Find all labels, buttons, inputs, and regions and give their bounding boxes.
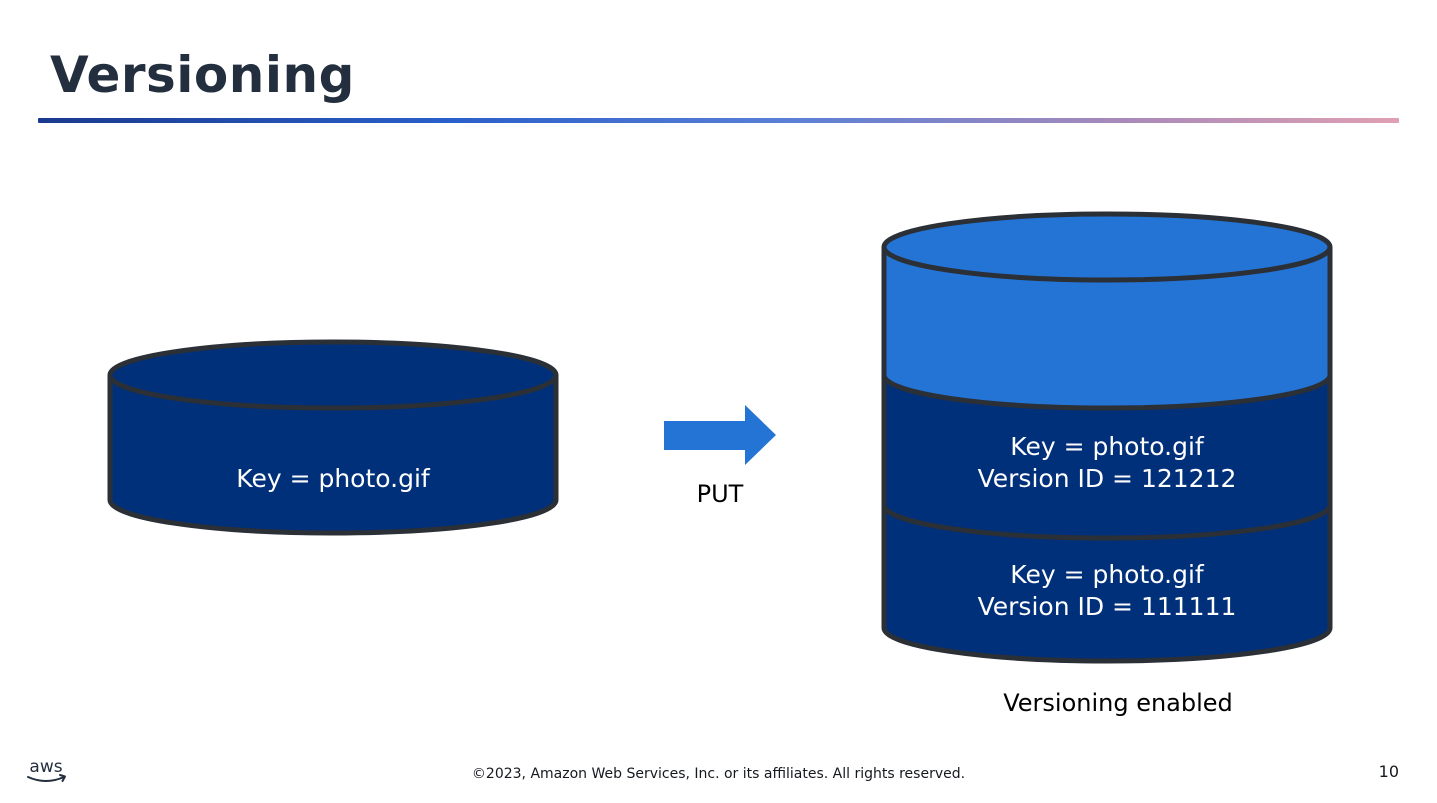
aws-smile-arrow-icon xyxy=(59,774,66,782)
aws-logo-text: aws xyxy=(29,757,62,777)
slide-title: Versioning xyxy=(50,46,355,104)
source-bucket-body xyxy=(107,375,559,536)
put-arrow: PUT xyxy=(664,405,776,508)
incoming-slab xyxy=(881,247,1333,411)
title-rule xyxy=(38,118,1399,123)
source-bucket-label: Key = photo.gif xyxy=(236,464,431,493)
source-bucket: Key = photo.gif xyxy=(107,339,559,536)
version-1-id: Version ID = 121212 xyxy=(978,464,1237,493)
put-label: PUT xyxy=(697,480,744,508)
aws-smile-icon xyxy=(27,776,65,782)
arrow-right-icon xyxy=(664,405,776,465)
version-1-key: Key = photo.gif xyxy=(1010,432,1205,461)
version-slab-2 xyxy=(881,505,1333,664)
versioning-caption: Versioning enabled xyxy=(1003,689,1233,717)
footer-copyright: ©2023, Amazon Web Services, Inc. or its … xyxy=(471,766,966,782)
version-2-id: Version ID = 111111 xyxy=(978,592,1237,621)
page-number: 10 xyxy=(1378,762,1399,781)
source-bucket-top xyxy=(107,339,559,411)
versioned-bucket-top xyxy=(881,211,1333,283)
aws-logo: aws xyxy=(27,757,66,782)
version-slab-1 xyxy=(881,375,1333,541)
versioned-bucket: Key = photo.gif Version ID = 121212 Key … xyxy=(881,211,1333,717)
version-2-key: Key = photo.gif xyxy=(1010,560,1205,589)
